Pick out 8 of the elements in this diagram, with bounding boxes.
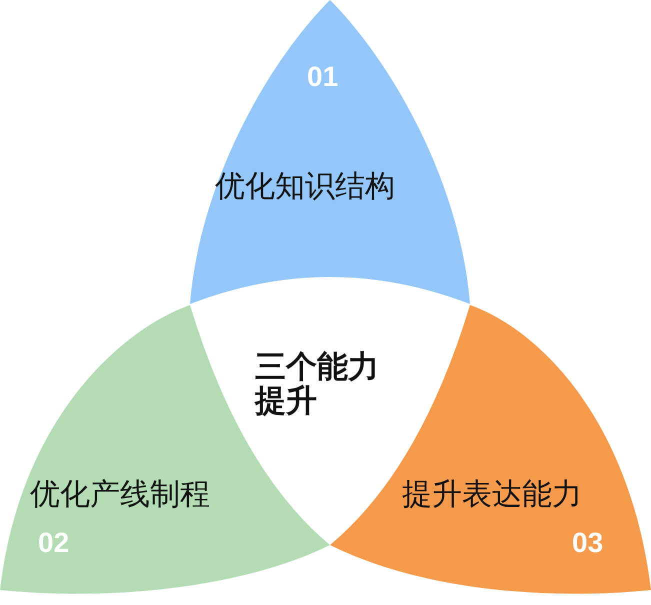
petal-label: 提升表达能力 [402, 478, 582, 511]
petal-label: 优化知识结构 [215, 170, 395, 203]
center-title: 三个能力提升 [255, 349, 379, 420]
step-number: 01 [307, 62, 338, 93]
petal-shape [189, 0, 471, 304]
step-number: 02 [38, 528, 70, 559]
petal-label: 优化产线制程 [30, 478, 210, 511]
step-number: 03 [572, 528, 604, 559]
